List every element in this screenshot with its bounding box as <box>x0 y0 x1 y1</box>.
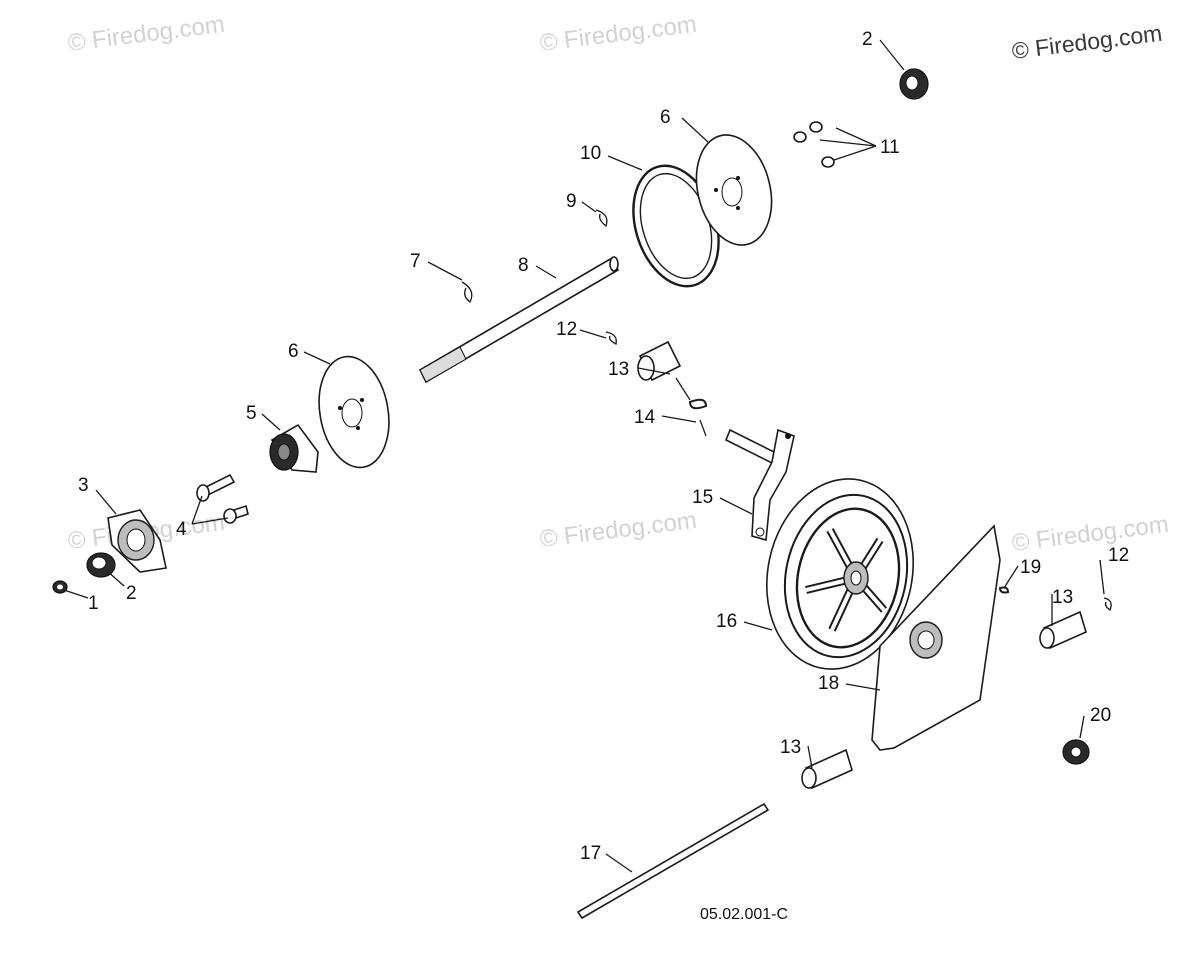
callout-8: 8 <box>518 255 529 276</box>
callout-13-bottom: 13 <box>780 737 802 758</box>
part-7-clip <box>461 281 473 303</box>
callout-6-top: 6 <box>660 107 671 128</box>
part-1-nut <box>52 580 68 594</box>
callout-10: 10 <box>580 143 602 164</box>
callout-2-top: 2 <box>862 29 873 50</box>
part-12-clip <box>605 331 617 345</box>
callout-19: 19 <box>1020 557 1042 578</box>
part-15-lever <box>724 428 795 542</box>
callout-12: 12 <box>556 319 578 340</box>
part-2-bearing-right <box>899 68 929 100</box>
callout-3: 3 <box>78 475 89 496</box>
callout-16: 16 <box>716 611 738 632</box>
leader-lines <box>63 39 1105 873</box>
callout-15: 15 <box>692 487 714 508</box>
callout-1: 1 <box>88 593 99 614</box>
callout-9: 9 <box>566 191 577 212</box>
part-13-pin-bottom <box>801 748 853 790</box>
part-13-pin-top <box>637 340 682 382</box>
part-3-flange <box>107 509 167 573</box>
part-11-nuts <box>793 121 835 168</box>
callout-5: 5 <box>246 403 257 424</box>
part-5-hub <box>269 423 319 473</box>
part-20-nut <box>1062 739 1090 765</box>
callout-11: 11 <box>880 137 900 158</box>
part-12-clip-right <box>1103 597 1112 611</box>
callout-7: 7 <box>410 251 421 272</box>
part-8-shaft <box>418 256 620 384</box>
part-19-spring <box>998 586 1010 594</box>
part-6-disk-left <box>318 355 390 469</box>
callout-17: 17 <box>580 843 602 864</box>
callout-12-right: 12 <box>1108 545 1130 566</box>
callout-20: 20 <box>1090 705 1112 726</box>
callout-18: 18 <box>818 673 840 694</box>
callout-13: 13 <box>608 359 630 380</box>
callout-4: 4 <box>176 519 187 540</box>
part-9-clip <box>595 209 608 228</box>
callout-6: 6 <box>288 341 299 362</box>
part-17-rod <box>576 802 770 920</box>
drawing-code: 05.02.001-C <box>700 906 789 923</box>
part-14-spring <box>675 377 708 437</box>
part-4-bolts <box>196 473 249 524</box>
callout-14: 14 <box>634 407 656 428</box>
part-16-wheel <box>765 478 915 670</box>
part-6-disk-right <box>695 134 773 246</box>
callout-2: 2 <box>126 583 137 604</box>
part-18-bracket <box>871 524 1001 751</box>
part-13-pin-right <box>1039 610 1087 650</box>
callout-13-right: 13 <box>1052 587 1074 608</box>
